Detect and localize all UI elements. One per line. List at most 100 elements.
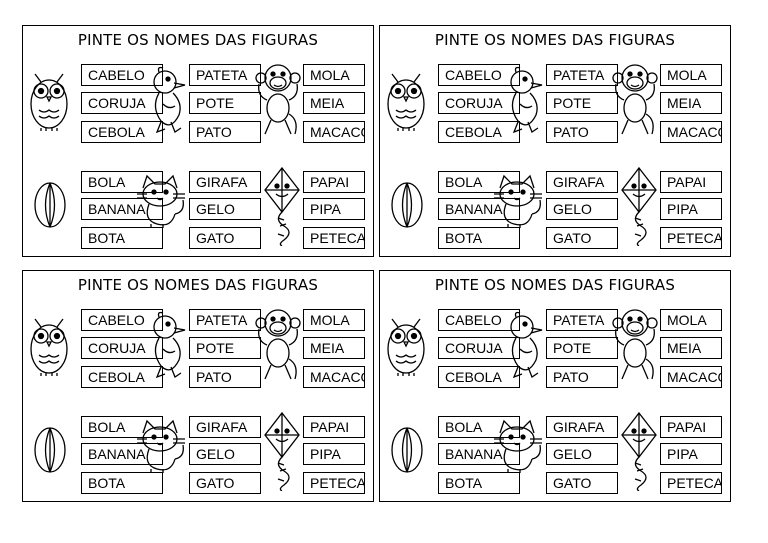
kite-icon: [618, 411, 660, 491]
word-box[interactable]: PATETA: [546, 64, 618, 86]
word-box[interactable]: CORUJA: [81, 337, 163, 359]
word-box[interactable]: PATETA: [546, 309, 618, 331]
word-box[interactable]: GELO: [189, 198, 261, 220]
word-box[interactable]: MEIA: [303, 92, 365, 114]
word-box[interactable]: PIPA: [660, 443, 722, 465]
word-box[interactable]: PATO: [546, 121, 618, 143]
ball-icon: [390, 176, 424, 234]
duck-icon: [147, 66, 187, 138]
word-box[interactable]: PAPAI: [660, 416, 722, 438]
word-box[interactable]: MOLA: [303, 64, 365, 86]
word-box[interactable]: CABELO: [438, 64, 520, 86]
word-box[interactable]: PAPAI: [303, 416, 365, 438]
word-box[interactable]: GATO: [189, 227, 261, 249]
word-box[interactable]: GIRAFA: [546, 416, 618, 438]
word-box[interactable]: PIPA: [660, 198, 722, 220]
owl-icon: [27, 311, 71, 377]
word-box[interactable]: PAPAI: [303, 171, 365, 193]
word-box[interactable]: MACACO: [303, 366, 365, 388]
word-box[interactable]: CABELO: [81, 64, 163, 86]
word-box[interactable]: CEBOLA: [81, 121, 163, 143]
card-title: PINTE OS NOMES DAS FIGURAS: [77, 276, 319, 294]
word-box[interactable]: GATO: [189, 472, 261, 494]
word-box[interactable]: BOTA: [81, 472, 163, 494]
word-box[interactable]: POTE: [189, 337, 261, 359]
duck-icon: [504, 66, 544, 138]
kite-icon: [618, 166, 660, 246]
word-box[interactable]: BANANA: [81, 443, 163, 465]
word-box[interactable]: CORUJA: [81, 92, 163, 114]
word-box[interactable]: BANANA: [438, 443, 520, 465]
cat-icon: [492, 174, 544, 230]
word-box[interactable]: GIRAFA: [189, 416, 261, 438]
card-title: PINTE OS NOMES DAS FIGURAS: [434, 31, 676, 49]
word-box[interactable]: POTE: [546, 337, 618, 359]
word-box[interactable]: GELO: [189, 443, 261, 465]
word-box[interactable]: MACACO: [660, 121, 722, 143]
owl-icon: [384, 66, 428, 132]
word-box[interactable]: CEBOLA: [81, 366, 163, 388]
word-box[interactable]: PATETA: [189, 309, 261, 331]
word-box[interactable]: MOLA: [303, 309, 365, 331]
word-box[interactable]: PETECA: [303, 227, 365, 249]
cat-icon: [492, 419, 544, 475]
word-box[interactable]: MACACO: [660, 366, 722, 388]
word-box[interactable]: CABELO: [438, 309, 520, 331]
word-box[interactable]: MEIA: [660, 92, 722, 114]
word-box[interactable]: BOTA: [438, 472, 520, 494]
word-box[interactable]: BANANA: [81, 198, 163, 220]
ball-icon: [33, 421, 67, 479]
word-box[interactable]: CEBOLA: [438, 366, 520, 388]
word-box[interactable]: PATO: [189, 121, 261, 143]
monkey-icon: [612, 307, 658, 383]
word-box[interactable]: CEBOLA: [438, 121, 520, 143]
word-box[interactable]: PATO: [189, 366, 261, 388]
word-box[interactable]: MACACO: [303, 121, 365, 143]
worksheet-card: PINTE OS NOMES DAS FIGURAS CABELO CORUJA C…: [379, 270, 731, 502]
word-box[interactable]: PETECA: [303, 472, 365, 494]
word-box[interactable]: GATO: [546, 472, 618, 494]
ball-icon: [33, 176, 67, 234]
worksheet-card: PINTE OS NOMES DAS FIGURAS CABELO CORUJA C…: [22, 25, 374, 257]
monkey-icon: [612, 62, 658, 138]
word-box[interactable]: CORUJA: [438, 92, 520, 114]
word-box[interactable]: GELO: [546, 198, 618, 220]
owl-icon: [27, 66, 71, 132]
kite-icon: [261, 166, 303, 246]
word-box[interactable]: CABELO: [81, 309, 163, 331]
word-box[interactable]: GATO: [546, 227, 618, 249]
owl-icon: [384, 311, 428, 377]
word-box[interactable]: CORUJA: [438, 337, 520, 359]
monkey-icon: [255, 62, 301, 138]
cat-icon: [135, 174, 187, 230]
word-box[interactable]: POTE: [189, 92, 261, 114]
word-box[interactable]: PIPA: [303, 198, 365, 220]
word-box[interactable]: GIRAFA: [546, 171, 618, 193]
word-box[interactable]: PAPAI: [660, 171, 722, 193]
word-box[interactable]: MEIA: [303, 337, 365, 359]
duck-icon: [147, 311, 187, 383]
worksheet-card: PINTE OS NOMES DAS FIGURAS CABELO CORUJA C…: [379, 25, 731, 257]
kite-icon: [261, 411, 303, 491]
monkey-icon: [255, 307, 301, 383]
word-box[interactable]: POTE: [546, 92, 618, 114]
word-box[interactable]: PATETA: [189, 64, 261, 86]
word-box[interactable]: BOTA: [81, 227, 163, 249]
word-box[interactable]: BANANA: [438, 198, 520, 220]
cat-icon: [135, 419, 187, 475]
word-box[interactable]: PATO: [546, 366, 618, 388]
word-box[interactable]: PETECA: [660, 227, 722, 249]
word-box[interactable]: MOLA: [660, 309, 722, 331]
word-box[interactable]: MOLA: [660, 64, 722, 86]
word-box[interactable]: PETECA: [660, 472, 722, 494]
ball-icon: [390, 421, 424, 479]
duck-icon: [504, 311, 544, 383]
word-box[interactable]: GIRAFA: [189, 171, 261, 193]
word-box[interactable]: BOTA: [438, 227, 520, 249]
word-box[interactable]: MEIA: [660, 337, 722, 359]
word-box[interactable]: PIPA: [303, 443, 365, 465]
worksheet-card: PINTE OS NOMES DAS FIGURAS CABELO CORUJA C…: [22, 270, 374, 502]
card-title: PINTE OS NOMES DAS FIGURAS: [77, 31, 319, 49]
word-box[interactable]: GELO: [546, 443, 618, 465]
card-title: PINTE OS NOMES DAS FIGURAS: [434, 276, 676, 294]
